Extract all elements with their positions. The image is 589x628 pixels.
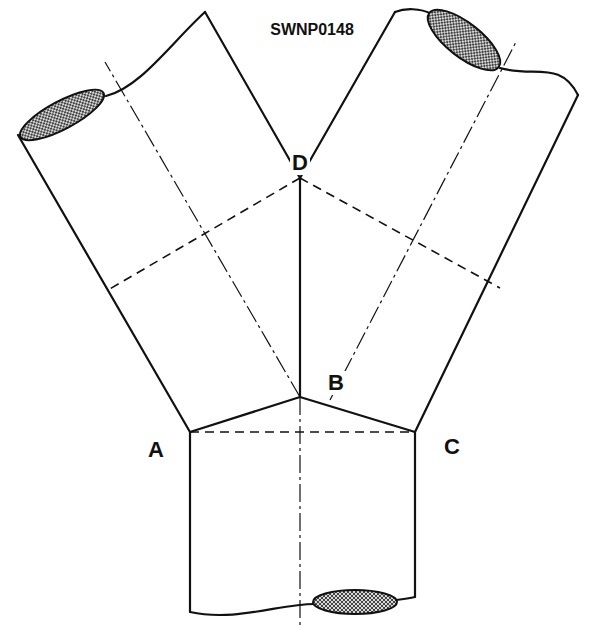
point-label: B [326, 371, 346, 395]
drawing-number: SWNP0148 [268, 21, 356, 39]
point-label: D [290, 151, 310, 175]
point-label: A [146, 438, 166, 462]
point-label: C [442, 435, 462, 459]
